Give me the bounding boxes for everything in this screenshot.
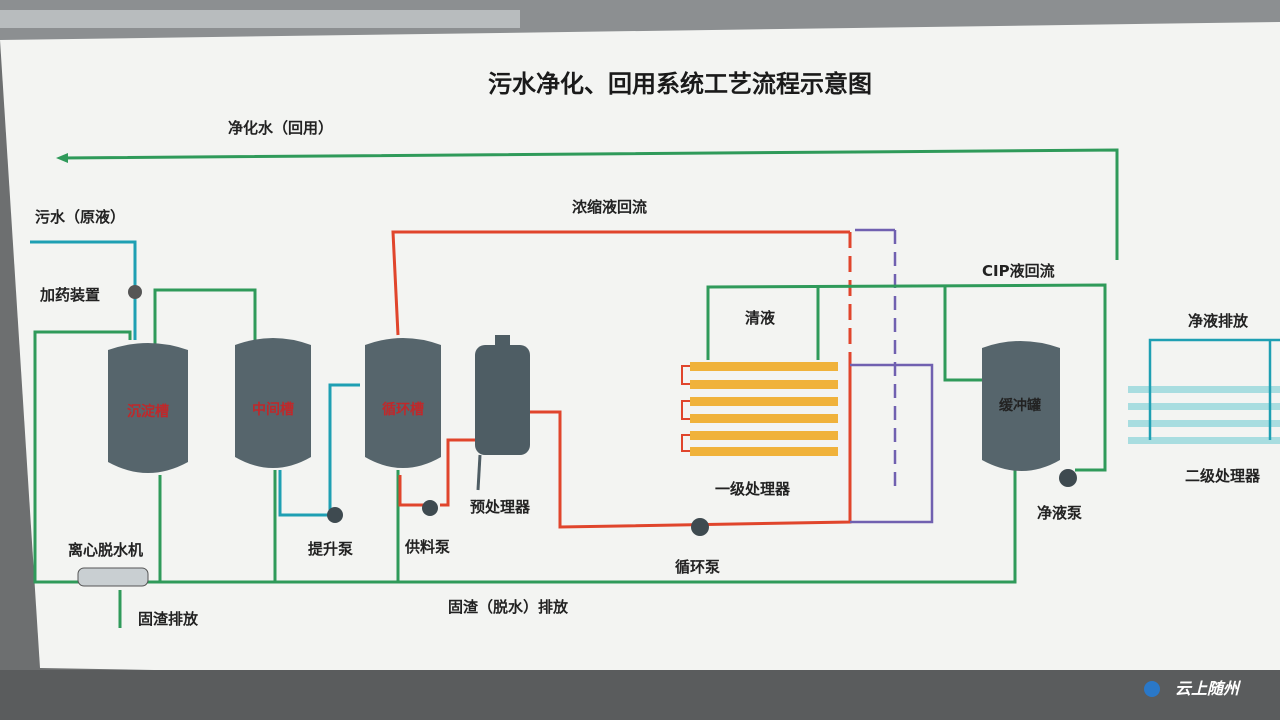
cip-return-label: CIP液回流 xyxy=(982,262,1055,280)
solid-dewater-discharge-label: 固渣（脱水）排放 xyxy=(448,598,569,616)
secondary-processor-label: 二级处理器 xyxy=(1185,467,1261,485)
pretreatment-filter xyxy=(475,335,530,491)
watermark-logo-icon xyxy=(1144,681,1160,697)
clean-discharge-label: 净液排放 xyxy=(1188,312,1249,330)
cip-line xyxy=(850,363,934,524)
solid-discharge-label: 固渣排放 xyxy=(138,610,199,628)
dosing-valve-icon xyxy=(128,285,142,299)
arrow-icon xyxy=(56,153,68,163)
buffer-inlet-line xyxy=(943,287,985,382)
circulation-line xyxy=(530,410,852,529)
sewage-line xyxy=(30,240,137,340)
tank-sedimentation: 沉淀槽 xyxy=(108,343,188,473)
watermark: 云上随州 xyxy=(1175,679,1242,698)
pipe xyxy=(0,10,520,28)
feed-pump-icon xyxy=(422,500,438,516)
tank-buffer: 缓冲罐 xyxy=(982,341,1060,471)
centrifuge-label: 离心脱水机 xyxy=(68,541,143,559)
lift-pump-icon xyxy=(327,507,343,523)
purified-water-line xyxy=(59,148,1119,260)
sludge-line xyxy=(33,330,1017,584)
tank-label: 缓冲罐 xyxy=(999,397,1041,414)
feed-line xyxy=(440,438,475,507)
tank-label: 沉淀槽 xyxy=(127,403,169,420)
frame-bottom xyxy=(0,670,1280,720)
primary-processor-label: 一级处理器 xyxy=(715,480,791,498)
cip-return-line xyxy=(706,283,1107,472)
clear-liquid-label: 清液 xyxy=(745,309,776,327)
circulation-pump-label: 循环泵 xyxy=(675,558,720,576)
feed-pump-label: 供料泵 xyxy=(404,538,450,556)
tank-intermediate: 中间槽 xyxy=(235,338,311,468)
circulation-pump-icon xyxy=(691,518,709,536)
tank-link-line xyxy=(153,288,257,345)
feed-line xyxy=(398,475,425,507)
sign-board xyxy=(0,22,1280,690)
diagram-title: 污水净化、回用系统工艺流程示意图 xyxy=(488,70,872,98)
tank-label: 中间槽 xyxy=(252,401,294,418)
purified-water-label: 净化水（回用） xyxy=(228,119,333,137)
secondary-processor xyxy=(1128,338,1280,444)
concentrate-return-label: 浓缩液回流 xyxy=(572,198,647,216)
pretreatment-label: 预处理器 xyxy=(470,498,531,516)
clean-pump-icon xyxy=(1059,469,1077,487)
clean-pump-label: 净液泵 xyxy=(1037,504,1082,522)
primary-processor xyxy=(681,362,838,456)
centrifuge-icon xyxy=(77,567,149,587)
tank-label: 循环槽 xyxy=(382,401,424,418)
concentrate-return-line xyxy=(391,230,850,336)
sewage-label: 污水（原液） xyxy=(35,208,125,226)
tank-circulation: 循环槽 xyxy=(365,338,441,468)
dosing-label: 加药装置 xyxy=(39,286,100,304)
lift-pump-label: 提升泵 xyxy=(308,540,353,558)
